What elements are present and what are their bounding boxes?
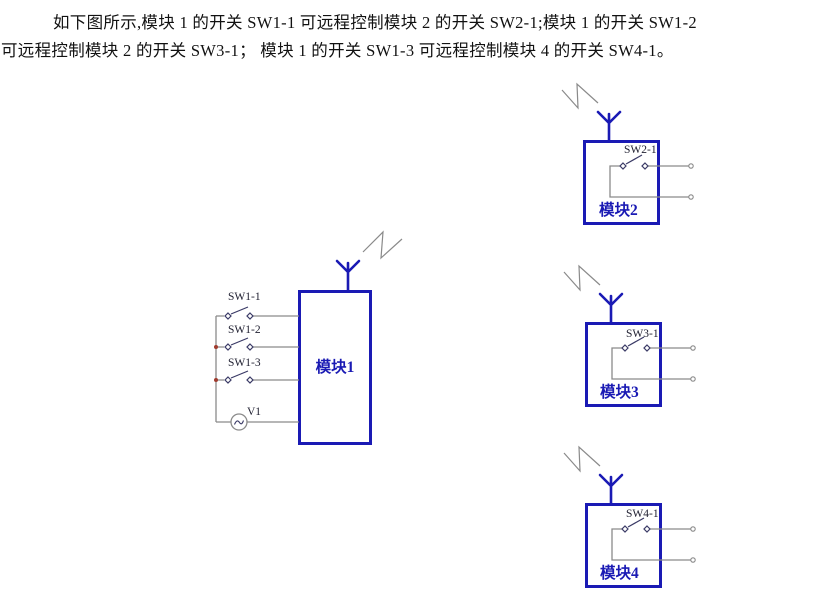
open-terminal-circle-icon bbox=[688, 163, 694, 169]
module3-label: 模块3 bbox=[600, 384, 639, 401]
rf-signal-zigzag-icon bbox=[563, 264, 601, 292]
antenna-icon bbox=[598, 292, 624, 324]
switch-label-sw1-1: SW1-1 bbox=[228, 291, 261, 303]
switch-sw1-2 bbox=[224, 337, 254, 351]
switch-sw4-1 bbox=[621, 517, 651, 533]
open-terminal-circle-icon bbox=[690, 376, 696, 382]
rf-signal-zigzag-icon bbox=[561, 82, 599, 110]
source-label-v1: V1 bbox=[247, 406, 262, 418]
open-terminal-circle-icon bbox=[688, 194, 694, 200]
switch-label-sw3-1: SW3-1 bbox=[626, 328, 659, 340]
module4-box bbox=[585, 503, 662, 588]
module3-box bbox=[585, 322, 662, 407]
switch-sw1-3 bbox=[224, 370, 254, 384]
open-terminal-circle-icon bbox=[690, 557, 696, 563]
ac-source-icon bbox=[230, 413, 248, 431]
switch-label-sw1-2: SW1-2 bbox=[228, 324, 261, 336]
module1-group bbox=[214, 230, 403, 445]
module1-box bbox=[298, 290, 372, 445]
module2-label: 模块2 bbox=[599, 202, 638, 219]
paragraph-line-2: 可远程控制模块 2 的开关 SW3-1； 模块 1 的开关 SW1-3 可远程控… bbox=[1, 41, 674, 60]
switch-label-sw4-1: SW4-1 bbox=[626, 508, 659, 520]
junction-dot bbox=[214, 345, 218, 349]
junction-dot bbox=[214, 378, 218, 382]
paragraph-line-1: 如下图所示,模块 1 的开关 SW1-1 可远程控制模块 2 的开关 SW2-1… bbox=[53, 13, 697, 32]
switch-sw1-1 bbox=[224, 306, 254, 320]
open-terminal-circle-icon bbox=[690, 526, 696, 532]
rf-signal-zigzag-icon bbox=[563, 445, 601, 473]
switch-sw2-1 bbox=[619, 154, 649, 170]
open-terminal-circle-icon bbox=[690, 345, 696, 351]
module3-group bbox=[563, 264, 696, 407]
module2-box bbox=[583, 140, 660, 225]
antenna-icon bbox=[598, 473, 624, 505]
switch-label-sw2-1: SW2-1 bbox=[624, 144, 657, 156]
wires bbox=[609, 165, 689, 198]
switch-sw3-1 bbox=[621, 336, 651, 352]
antenna-icon bbox=[335, 259, 361, 292]
switch-label-sw1-3: SW1-3 bbox=[228, 357, 261, 369]
module4-group bbox=[563, 445, 696, 588]
wires bbox=[611, 528, 691, 561]
module1-label: 模块1 bbox=[315, 359, 355, 376]
rf-signal-zigzag-icon bbox=[362, 230, 403, 260]
module4-label: 模块4 bbox=[600, 565, 639, 582]
wires bbox=[215, 315, 299, 423]
description-paragraph: 如下图所示,模块 1 的开关 SW1-1 可远程控制模块 2 的开关 SW2-1… bbox=[1, 9, 834, 65]
wires bbox=[611, 347, 691, 380]
antenna-icon bbox=[596, 110, 622, 142]
module2-group bbox=[561, 82, 694, 225]
